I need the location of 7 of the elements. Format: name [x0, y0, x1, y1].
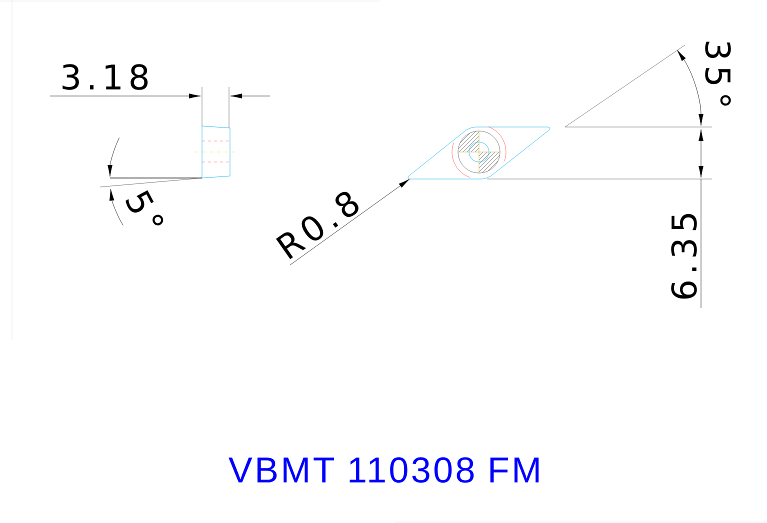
- dimension-label: 6.35: [671, 214, 697, 299]
- insert-top-view-drawing: [408, 126, 550, 180]
- title: VBMT 110308 FM: [228, 457, 539, 483]
- leader-line: [290, 178, 410, 266]
- dimension-label: 3.18: [62, 64, 148, 90]
- dimension-label: 5°: [126, 190, 164, 226]
- dimension-label: 35°: [705, 42, 731, 106]
